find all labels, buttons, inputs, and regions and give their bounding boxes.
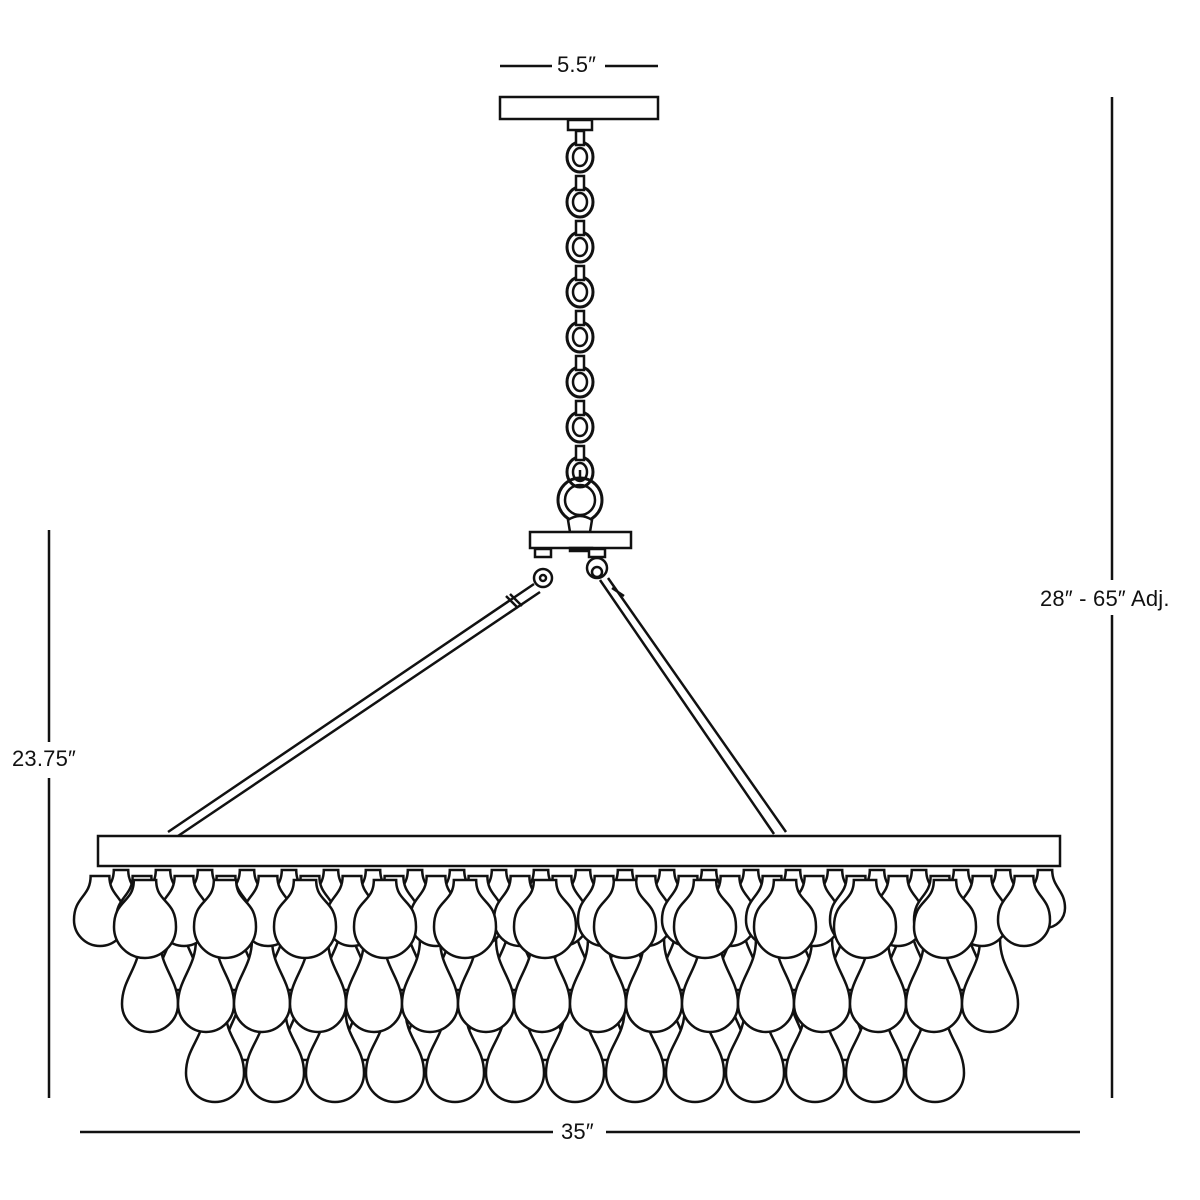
chain (565, 129, 595, 489)
body-height-label: 23.75″ (12, 746, 77, 771)
dimension-lines (47, 64, 1114, 1134)
support-rods (167, 577, 788, 838)
width-label: 35″ (561, 1119, 594, 1144)
crystal-drops (72, 868, 1067, 1104)
canopy (498, 95, 660, 121)
hanging-plate (528, 530, 633, 550)
frame-ring (96, 834, 1062, 868)
overall-height-label: 28″ - 65″ Adj. (1040, 586, 1170, 611)
canopy-width-label: 5.5″ (557, 52, 597, 77)
